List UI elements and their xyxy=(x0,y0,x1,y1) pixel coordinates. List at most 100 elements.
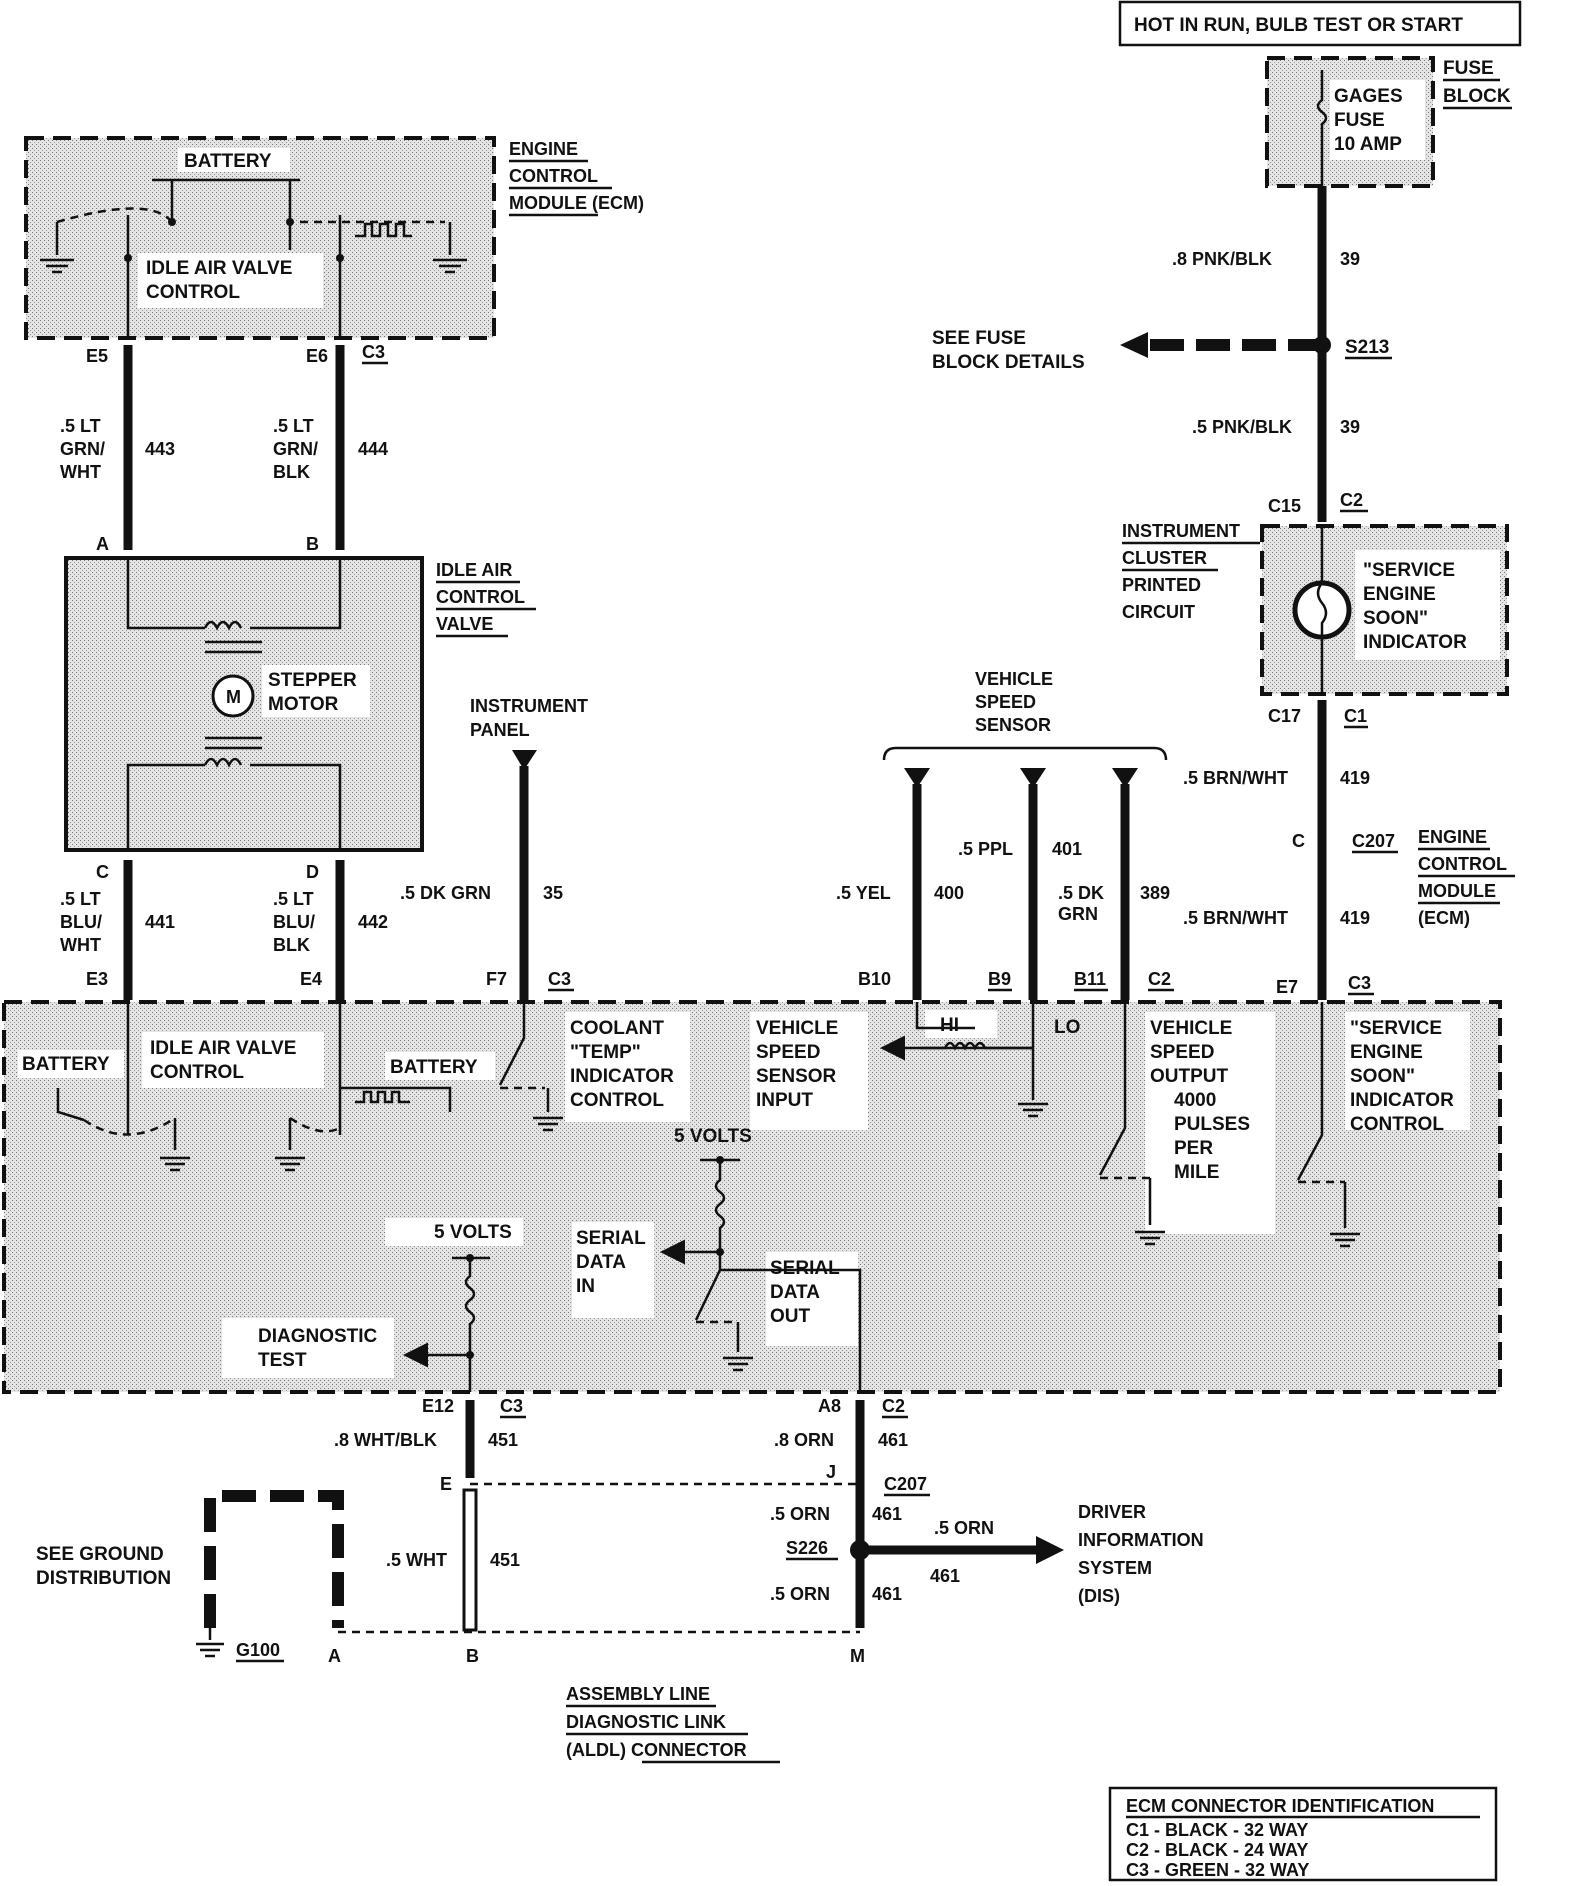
conn-f7: F7 xyxy=(486,969,507,989)
conn-a: A xyxy=(96,534,109,554)
ground-label-1: SEE GROUND xyxy=(36,1544,164,1565)
g100-label: G100 xyxy=(236,1640,280,1660)
conn-c15: C15 xyxy=(1268,496,1301,516)
dis-arrow-icon xyxy=(1036,1536,1064,1564)
iac-valve-box: M STEPPER MOTOR xyxy=(64,556,424,852)
fuse-details-arrow-icon xyxy=(1120,332,1148,358)
wire-419b-color: .5 BRN/WHT xyxy=(1183,908,1288,928)
ground-icon xyxy=(160,1156,190,1172)
vss-label-1: VEHICLE xyxy=(975,669,1053,689)
vss-output-4: 4000 xyxy=(1174,1090,1216,1111)
fuse-block-title-2: BLOCK xyxy=(1443,86,1511,107)
vss-input-2: SPEED xyxy=(756,1042,820,1063)
wire-389-number: 389 xyxy=(1140,883,1170,903)
vss-label-3: SENSOR xyxy=(975,715,1051,735)
wire-35-number: 35 xyxy=(543,883,563,903)
wire-451b-number: 451 xyxy=(490,1550,520,1570)
legend-row-3: C3 - GREEN - 32 WAY xyxy=(1126,1860,1309,1880)
ecm-bottom-battery-left: BATTERY xyxy=(22,1054,110,1075)
wire-451a-number: 451 xyxy=(488,1430,518,1450)
instrument-panel-1: INSTRUMENT xyxy=(470,696,588,716)
conn-e6: E6 xyxy=(306,346,328,366)
dis-label-4: (DIS) xyxy=(1078,1586,1120,1606)
ecm-top-box: BATTERY IDLE AIR VALVE CONTROL xyxy=(24,136,496,340)
fuse-block-title-1: FUSE xyxy=(1443,58,1494,79)
conn-d: D xyxy=(306,862,319,882)
ecm-top-iac-2: CONTROL xyxy=(146,282,240,303)
conn-e4: E4 xyxy=(300,969,322,989)
indicator-label-4: INDICATOR xyxy=(1363,632,1467,653)
legend-title: ECM CONNECTOR IDENTIFICATION xyxy=(1126,1796,1434,1816)
coolant-2: "TEMP" xyxy=(570,1042,641,1063)
ground-icon xyxy=(196,1628,224,1658)
conn-c3-e7: C3 xyxy=(1348,973,1371,993)
conn-c3-f7: C3 xyxy=(548,969,571,989)
coolant-1: COOLANT xyxy=(570,1018,664,1039)
wire-443-c3: WHT xyxy=(60,462,101,482)
conn-e12: E12 xyxy=(422,1396,454,1416)
ground-distribution-path xyxy=(204,1490,344,1628)
right-ecm-label-1: ENGINE xyxy=(1418,827,1487,847)
wire-443-c1: .5 LT xyxy=(60,416,101,436)
splice-s226-label: S226 xyxy=(786,1538,828,1558)
wire-419b-number: 419 xyxy=(1340,908,1370,928)
ses-control-5: CONTROL xyxy=(1350,1114,1444,1135)
diagnostic-2: TEST xyxy=(258,1350,307,1371)
vss-lo: LO xyxy=(1054,1017,1080,1038)
ses-control-3: SOON" xyxy=(1350,1066,1415,1087)
fuse-details-2: BLOCK DETAILS xyxy=(932,352,1085,373)
vss-output-5: PULSES xyxy=(1174,1114,1250,1135)
conn-e: E xyxy=(440,1474,452,1494)
instrument-panel-2: PANEL xyxy=(470,720,530,740)
wire-443-c2: GRN/ xyxy=(60,439,105,459)
fuse-label-2: FUSE xyxy=(1334,110,1385,131)
wire-461c-color: .5 ORN xyxy=(934,1518,994,1538)
serial-in-3: IN xyxy=(576,1276,595,1297)
pulse-icon xyxy=(355,1090,410,1104)
motor-letter: M xyxy=(226,687,241,707)
iac-title-3: VALVE xyxy=(436,614,493,634)
ecm-bottom-iac-2: CONTROL xyxy=(150,1062,244,1083)
wire-39a-color: .8 PNK/BLK xyxy=(1172,249,1272,269)
dis-label-1: DRIVER xyxy=(1078,1502,1146,1522)
conn-c207-lower: C207 xyxy=(884,1474,927,1494)
wire-443-number: 443 xyxy=(145,439,175,459)
stepper-label-2: MOTOR xyxy=(268,694,339,715)
wire-444-c2: GRN/ xyxy=(273,439,318,459)
stepper-label-1: STEPPER xyxy=(268,670,357,691)
conn-c3-e12: C3 xyxy=(500,1396,523,1416)
fuse-details-1: SEE FUSE xyxy=(932,328,1026,349)
aldl-label-3: (ALDL) CONNECTOR xyxy=(566,1740,747,1760)
five-volts-upper: 5 VOLTS xyxy=(674,1126,752,1147)
ground-icon xyxy=(40,258,74,274)
cluster-title-1: INSTRUMENT xyxy=(1122,521,1240,541)
conn-b: B xyxy=(306,534,319,554)
vss-input-1: VEHICLE xyxy=(756,1018,838,1039)
conn-c2-a8: C2 xyxy=(882,1396,905,1416)
aldl-pin-b: B xyxy=(466,1646,479,1666)
vss-hi: HI xyxy=(940,1015,959,1036)
cluster-title-4: CIRCUIT xyxy=(1122,602,1195,622)
conn-c3-e6: C3 xyxy=(362,342,385,362)
cluster-title-3: PRINTED xyxy=(1122,575,1201,595)
vss-input-4: INPUT xyxy=(756,1090,813,1111)
wire-442-c3: BLK xyxy=(273,935,310,955)
vss-output-7: MILE xyxy=(1174,1162,1219,1183)
cluster-title-2: CLUSTER xyxy=(1122,548,1207,568)
dis-label-2: INFORMATION xyxy=(1078,1530,1204,1550)
vss-output-1: VEHICLE xyxy=(1150,1018,1232,1039)
fuse-block: FUSE BLOCK GAGES FUSE 10 AMP xyxy=(1265,56,1512,188)
wire-35-color: .5 DK GRN xyxy=(400,883,491,903)
conn-c-iac: C xyxy=(96,862,109,882)
conn-c2-top: C2 xyxy=(1340,490,1363,510)
legend-row-2: C2 - BLACK - 24 WAY xyxy=(1126,1840,1308,1860)
wire-451a-color: .8 WHT/BLK xyxy=(334,1430,437,1450)
ground-label-2: DISTRIBUTION xyxy=(36,1568,171,1589)
serial-out-2: DATA xyxy=(770,1282,820,1303)
wire-401-color: .5 PPL xyxy=(958,839,1013,859)
right-ecm-label-3: MODULE xyxy=(1418,881,1496,901)
vss-arrow-icon xyxy=(904,768,930,788)
wire-441-c1: .5 LT xyxy=(60,889,101,909)
wire-461d-number: 461 xyxy=(872,1584,902,1604)
